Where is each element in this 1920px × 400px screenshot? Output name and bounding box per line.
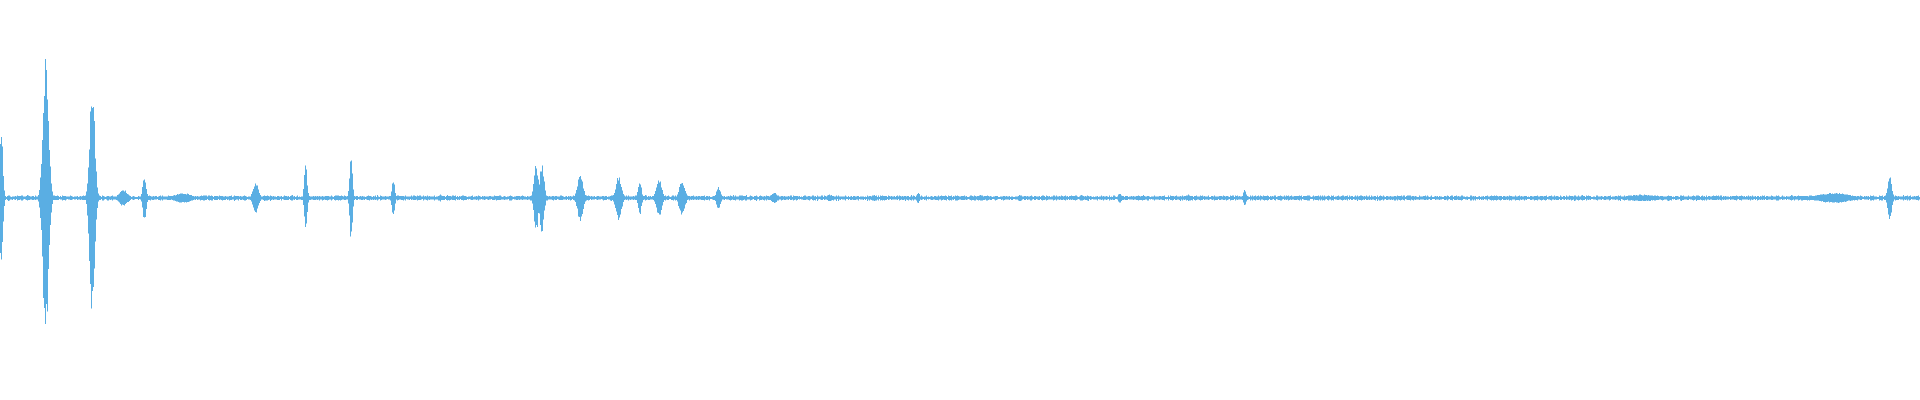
waveform-trace [0, 59, 1920, 325]
